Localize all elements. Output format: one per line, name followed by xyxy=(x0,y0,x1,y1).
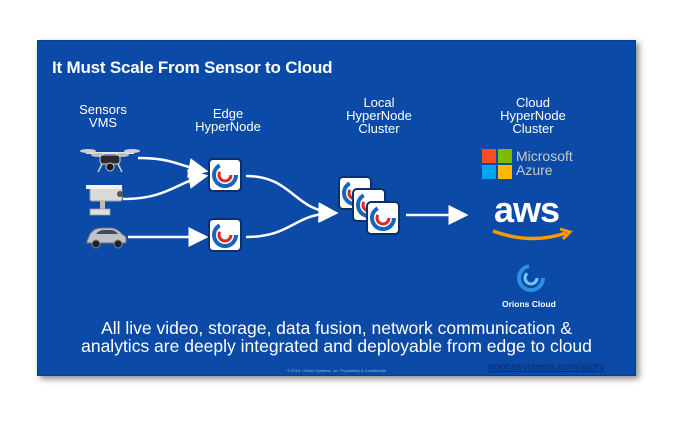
arrow-drone-to-edge xyxy=(137,156,209,178)
local-label-line: HyperNode xyxy=(346,108,412,123)
hypernode-logo-icon xyxy=(370,205,396,231)
aws-smile-icon xyxy=(492,227,573,241)
copyright-text: © 2019, Orions Systems, Inc. Proprietary… xyxy=(287,368,386,373)
caption-line-1: All live video, storage, data fusion, ne… xyxy=(101,318,572,338)
edge-hypernode-2 xyxy=(208,218,242,252)
orions-logo-icon xyxy=(517,264,545,292)
edge-hypernode-1 xyxy=(208,158,242,192)
arrow-edge2-to-local xyxy=(245,203,339,239)
cloud-label-line: Cloud xyxy=(516,95,550,110)
slide: It Must Scale From Sensor to Cloud Senso… xyxy=(37,40,636,376)
caption-line-2: analytics are deeply integrated and depl… xyxy=(81,336,592,356)
arrow-edge1-to-local xyxy=(245,174,339,223)
edge-label-line: HyperNode xyxy=(195,119,261,134)
edge-label-line: Edge xyxy=(212,106,244,121)
local-label-line: Cluster xyxy=(358,121,400,136)
car-icon xyxy=(86,227,127,249)
local-label-line: Local xyxy=(363,95,395,110)
aws-logo-text: aws xyxy=(494,189,560,230)
azure-line: Azure xyxy=(516,162,553,178)
connector-arrows xyxy=(122,156,469,247)
sensors-label-line: Sensors xyxy=(79,102,127,117)
microsoft-logo-icon xyxy=(482,149,512,179)
microsoft-azure-label: Microsoft Azure xyxy=(516,149,573,177)
local-label: Local HyperNode Cluster xyxy=(334,96,424,135)
local-hypernode-3 xyxy=(366,201,400,235)
edge-label: Edge HyperNode xyxy=(183,107,273,133)
cloud-label-line: HyperNode xyxy=(500,108,566,123)
cloud-label-line: Cluster xyxy=(512,121,554,136)
sensors-label: Sensors VMS xyxy=(58,103,148,129)
microsoft-line: Microsoft xyxy=(516,148,573,164)
cloud-label: Cloud HyperNode Cluster xyxy=(488,96,578,135)
sensors-label-line: VMS xyxy=(88,115,118,130)
orions-cloud-label: Orions Cloud xyxy=(502,299,556,309)
website-link[interactable]: orionssystems.com/aicity xyxy=(488,361,605,373)
drone-icon xyxy=(80,149,140,173)
hypernode-logo-icon xyxy=(212,162,238,188)
arrow-camera-to-edge xyxy=(122,169,209,201)
security-camera-icon xyxy=(86,185,123,216)
hypernode-logo-icon xyxy=(212,222,238,248)
slide-title: It Must Scale From Sensor to Cloud xyxy=(52,58,333,77)
